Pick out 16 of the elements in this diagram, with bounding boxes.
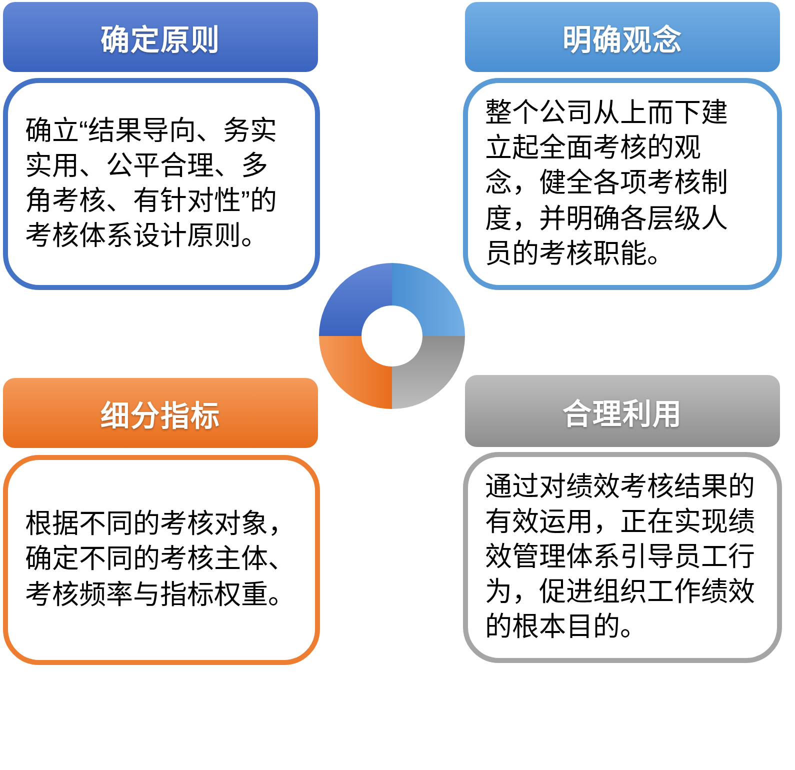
description-text: 通过对绩效考核结果的有效运用，正在实现绩效管理体系引导员工行为，促进组织工作绩效的根本目的。 xyxy=(485,470,756,644)
heading-banner xyxy=(3,378,318,448)
description-text: 根据不同的考核对象，确定不同的考核主体、考核频率与指标权重。 xyxy=(25,508,296,612)
text-card xyxy=(463,78,782,290)
description-text: 整个公司从上而下建立起全面考核的观念，健全各项考核制度，并明确各层级人员的考核职能。 xyxy=(485,97,729,271)
text-card xyxy=(463,452,782,663)
heading-text: 合理利用 xyxy=(562,396,682,432)
heading-banner xyxy=(465,375,780,447)
heading-banner xyxy=(465,2,780,72)
heading-banner xyxy=(3,2,318,72)
heading-text: 确定原则 xyxy=(100,22,220,58)
text-card xyxy=(3,78,320,290)
text-card xyxy=(3,455,320,665)
heading-text: 明确观念 xyxy=(562,22,682,58)
description-text: 确立“结果导向、务实实用、公平合理、多角考核、有针对性”的考核体系设计原则。 xyxy=(25,114,278,254)
heading-text: 细分指标 xyxy=(100,398,220,434)
